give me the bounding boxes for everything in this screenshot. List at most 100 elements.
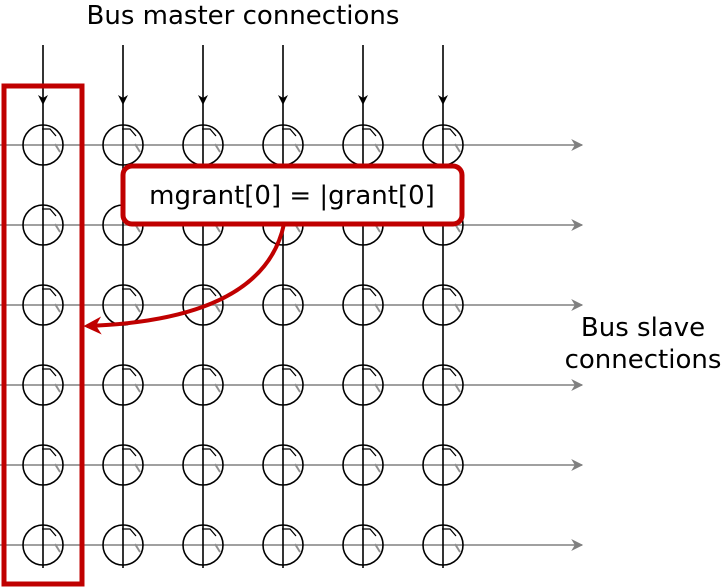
crosspoint-tick-mark	[54, 303, 61, 313]
crosspoint-node-2-5	[182, 524, 224, 566]
crosspoint-circle	[262, 284, 304, 326]
crosspoint-node-1-5	[102, 524, 144, 566]
crosspoint-circle	[422, 444, 464, 486]
crosspoint-circle	[22, 204, 64, 246]
crosspoint-switch-mark	[42, 208, 57, 217]
crosspoint-tick-mark	[294, 543, 301, 553]
crosspoint-node-4-2	[342, 284, 384, 326]
slave-connection-lines	[0, 139, 584, 551]
crosspoint-switch-mark	[202, 368, 217, 377]
crosspoint-circle	[342, 284, 384, 326]
crosspoint-circle	[422, 524, 464, 566]
crosspoint-tick-mark	[214, 543, 221, 553]
crosspoint-switch-mark	[442, 128, 457, 137]
crosspoint-tick-mark	[374, 143, 381, 153]
crosspoint-tick-mark	[374, 463, 381, 473]
callout-text: mgrant[0] = |grant[0]	[149, 181, 435, 211]
crosspoint-switch-mark	[42, 288, 57, 297]
crosspoint-node-4-3	[342, 364, 384, 406]
crosspoint-tick-mark	[54, 463, 61, 473]
crosspoint-tick-mark	[294, 303, 301, 313]
crosspoint-circle	[342, 364, 384, 406]
crosspoint-node-0-4	[22, 444, 64, 486]
crosspoint-circle	[182, 284, 224, 326]
crosspoint-tick-mark	[294, 383, 301, 393]
crosspoint-switch-mark	[42, 368, 57, 377]
crosspoint-tick-mark	[54, 383, 61, 393]
side-label-line-2: connections	[565, 345, 722, 375]
crosspoint-switch-mark	[122, 528, 137, 537]
crosspoint-circle	[22, 444, 64, 486]
crosspoint-circle	[262, 364, 304, 406]
crosspoint-tick-mark	[374, 383, 381, 393]
crosspoint-node-0-1	[22, 204, 64, 246]
crosspoint-switch-mark	[442, 368, 457, 377]
crosspoint-circle	[22, 364, 64, 406]
crosspoint-tick-mark	[134, 383, 141, 393]
crosspoint-tick-mark	[294, 463, 301, 473]
crosspoint-switch-mark	[442, 528, 457, 537]
crosspoint-switch-mark	[282, 528, 297, 537]
crosspoint-circle	[342, 444, 384, 486]
crosspoint-circle	[22, 124, 64, 166]
crosspoint-switch-mark	[122, 288, 137, 297]
crosspoint-switch-mark	[122, 128, 137, 137]
crosspoint-switch-mark	[362, 528, 377, 537]
crosspoint-circle	[262, 524, 304, 566]
crosspoint-node-4-4	[342, 444, 384, 486]
crosspoint-tick-mark	[454, 463, 461, 473]
crosspoint-tick-mark	[134, 143, 141, 153]
diagram-title: Bus master connections	[87, 1, 400, 31]
crosspoint-tick-mark	[374, 303, 381, 313]
crosspoint-tick-mark	[214, 383, 221, 393]
crosspoint-circle	[22, 524, 64, 566]
crosspoint-node-0-5	[22, 524, 64, 566]
crosspoint-node-4-5	[342, 524, 384, 566]
crosspoint-tick-mark	[214, 143, 221, 153]
callout-box	[120, 163, 465, 227]
crosspoint-node-3-2	[262, 284, 304, 326]
crosspoint-node-3-4	[262, 444, 304, 486]
crosspoint-node-5-2	[422, 284, 464, 326]
crosspoint-circle	[102, 124, 144, 166]
crosspoint-tick-mark	[214, 463, 221, 473]
crosspoint-tick-mark	[294, 143, 301, 153]
crosspoint-circle	[182, 524, 224, 566]
crosspoint-circle	[22, 284, 64, 326]
crosspoint-node-5-3	[422, 364, 464, 406]
crosspoint-switch-mark	[362, 128, 377, 137]
crosspoint-tick-mark	[54, 143, 61, 153]
side-label-line-1: Bus slave	[581, 313, 705, 343]
crosspoint-circle	[182, 364, 224, 406]
crosspoint-switch-mark	[122, 448, 137, 457]
crosspoint-node-5-5	[422, 524, 464, 566]
crosspoint-circle	[422, 284, 464, 326]
crosspoint-switch-mark	[282, 448, 297, 457]
crosspoint-switch-mark	[202, 448, 217, 457]
crosspoint-switch-mark	[282, 368, 297, 377]
crosspoint-switch-mark	[42, 448, 57, 457]
crosspoint-circle	[102, 444, 144, 486]
crosspoint-node-1-4	[102, 444, 144, 486]
crosspoint-circle	[102, 364, 144, 406]
crosspoint-circle	[262, 444, 304, 486]
crosspoint-switch-mark	[282, 288, 297, 297]
crosspoint-switch-mark	[362, 448, 377, 457]
crosspoint-node-0-2	[22, 284, 64, 326]
crosspoint-circle	[182, 444, 224, 486]
crosspoint-tick-mark	[454, 143, 461, 153]
crosspoint-switch-mark	[42, 528, 57, 537]
crosspoint-tick-mark	[454, 303, 461, 313]
crosspoint-node-1-0	[102, 124, 144, 166]
crosspoint-circle	[102, 524, 144, 566]
crosspoint-tick-mark	[134, 463, 141, 473]
crosspoint-tick-mark	[374, 543, 381, 553]
crosspoint-node-2-4	[182, 444, 224, 486]
crosspoint-switch-mark	[362, 368, 377, 377]
crosspoint-node-2-3	[182, 364, 224, 406]
crosspoint-switch-mark	[42, 128, 57, 137]
crosspoint-tick-mark	[54, 543, 61, 553]
crosspoint-switch-mark	[282, 128, 297, 137]
crosspoint-switch-mark	[202, 128, 217, 137]
